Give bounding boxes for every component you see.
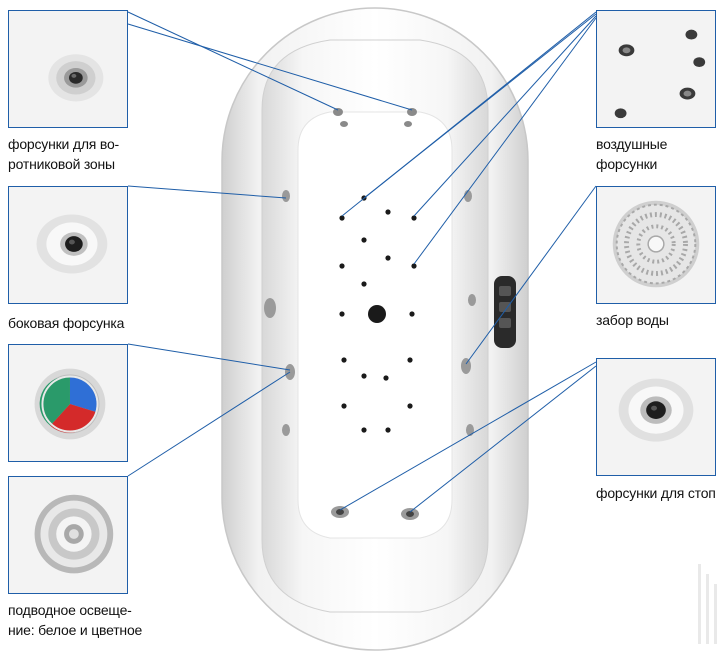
tub-floor [297,111,453,539]
thumb-white-light [8,476,128,594]
thumb-foot-jets [596,358,716,476]
air-jets-icon [597,11,715,127]
color-light-icon [9,345,127,461]
water-intake-drain [368,305,386,323]
caption-underwater-light: подводное освеще- ние: белое и цветное [8,602,143,638]
caption-collar-jets: форсунки для во- ротниковой зоны [8,136,119,172]
intake-grille-icon [597,187,715,303]
caption-side-jet: боковая форсунка [8,315,125,331]
thumb-side-jet [8,186,128,304]
foot-jet-icon [597,359,715,475]
thumb-air-jets [596,10,716,128]
side-jet-icon [9,187,127,303]
watermark-icon [698,564,717,644]
caption-water-intake: забор воды [596,312,669,328]
chrome-light-icon [9,477,127,593]
round-jet-icon [9,11,127,127]
thumb-underwater-light [8,344,128,462]
thumb-collar-jets [8,10,128,128]
thumb-water-intake [596,186,716,304]
caption-air-jets: воздушные форсунки [596,136,668,172]
caption-foot-jets: форсунки для стоп [596,485,716,501]
